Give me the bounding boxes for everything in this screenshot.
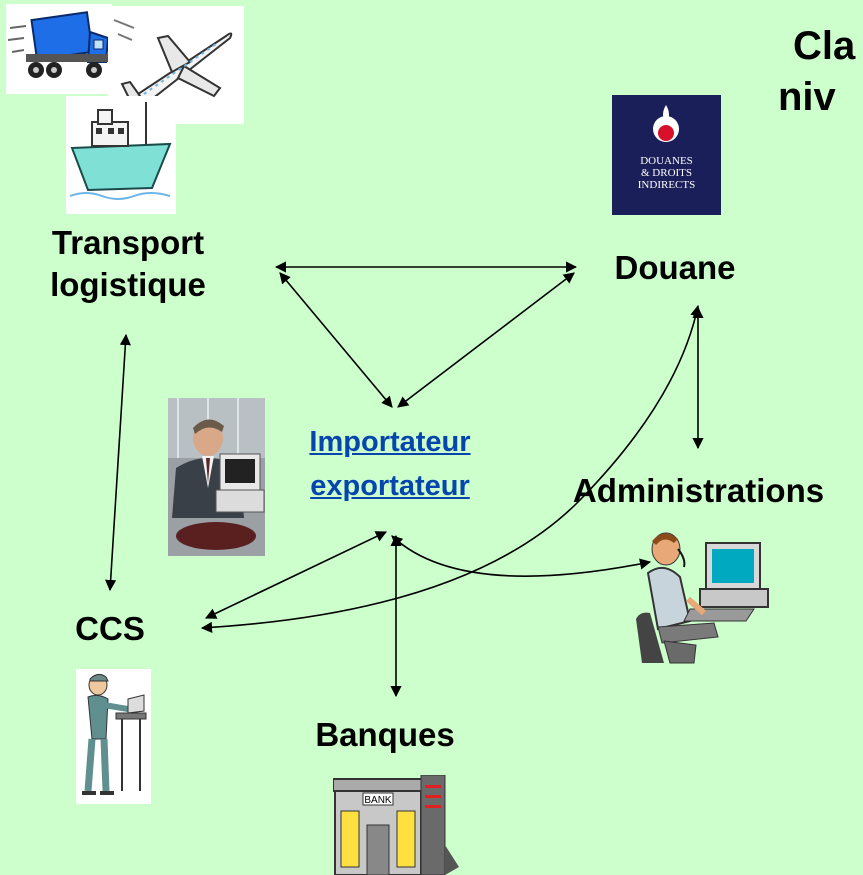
arrow-transport-ccs: [105, 333, 131, 592]
arrow-transport-importer: [279, 272, 393, 408]
node-administrations: Administrations: [572, 472, 825, 509]
logo-line-2: & DROITS: [640, 167, 693, 179]
node-douane: Douane: [614, 249, 736, 286]
importer-line-1[interactable]: Importateur: [309, 426, 471, 458]
logo-line-1: DOUANES: [640, 155, 693, 167]
arrow-importer-ccs: [204, 531, 388, 619]
node-importateur-exportateur[interactable]: Importateur exportateur: [270, 420, 510, 508]
bank-sign: BANK: [364, 795, 392, 806]
title-line-1: Cla: [793, 24, 856, 68]
transport-line-1: Transport: [51, 224, 205, 261]
truck-icon: [6, 4, 112, 94]
arrow-importer-administrations: [391, 535, 652, 577]
node-banques: Banques: [315, 716, 455, 753]
logo-line-3: INDIRECTS: [637, 179, 696, 191]
arrow-ccs-douane: [200, 304, 702, 633]
importer-line-2[interactable]: exportateur: [310, 470, 470, 502]
node-ccs: CCS: [75, 610, 145, 647]
transport-line-2: logistique: [50, 266, 206, 303]
title-line-2: niv: [778, 75, 836, 119]
ship-icon: [66, 96, 176, 214]
node-transport-logistique: Transport logistique: [8, 222, 248, 306]
worker-at-desk-icon: [76, 669, 151, 804]
bank-building-icon: BANK: [333, 775, 463, 875]
arrow-douane-importer: [397, 272, 575, 408]
douanes-logo: DOUANES & DROITS INDIRECTS: [612, 95, 721, 215]
